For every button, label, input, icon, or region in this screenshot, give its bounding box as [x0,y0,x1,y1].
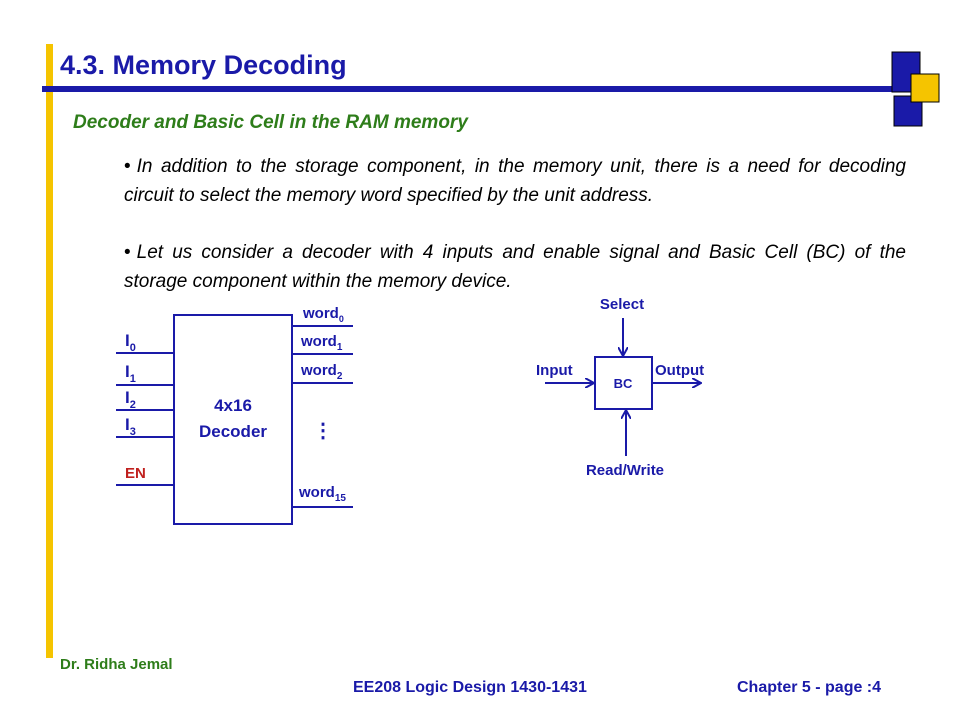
page-number: Chapter 5 - page :4 [737,679,882,696]
bullet-paragraph-1: •In addition to the storage component, i… [124,156,906,206]
output-label-1: word1 [300,333,343,353]
bullet-text: In addition to the storage component, in… [124,156,906,206]
bullet-text: Let us consider a decoder with 4 inputs … [124,242,906,292]
input-label-2: I2 [125,388,136,411]
output-label-15: word15 [298,484,346,504]
input-label-1: I1 [125,362,136,385]
select-label: Select [600,296,644,313]
input-label-3: I3 [125,415,136,438]
input-label-0: I0 [125,331,136,354]
input-label: Input [536,362,573,379]
corner-squares-logo [891,51,940,127]
section-subtitle: Decoder and Basic Cell in the RAM memory [73,112,468,133]
bullet-paragraph-2: •Let us consider a decoder with 4 inputs… [124,242,906,292]
output-label-2: word2 [300,362,343,382]
basic-cell-label: BC [614,376,633,391]
output-label: Output [655,362,704,379]
author-name: Dr. Ridha Jemal [60,656,173,673]
vertical-accent-bar [46,44,53,658]
ellipsis-vertical: ⋮ [313,420,333,442]
read-write-label: Read/Write [586,462,664,479]
horizontal-accent-bar [42,86,892,92]
page-title: 4.3. Memory Decoding [60,50,347,80]
decoder-box [173,314,293,525]
enable-label: EN [125,465,146,482]
course-name: EE208 Logic Design 1430-1431 [353,679,587,696]
output-label-0: word0 [302,305,344,324]
decoder-label-line2: Decoder [199,422,267,441]
decoder-label-line1: 4x16 [214,396,252,415]
